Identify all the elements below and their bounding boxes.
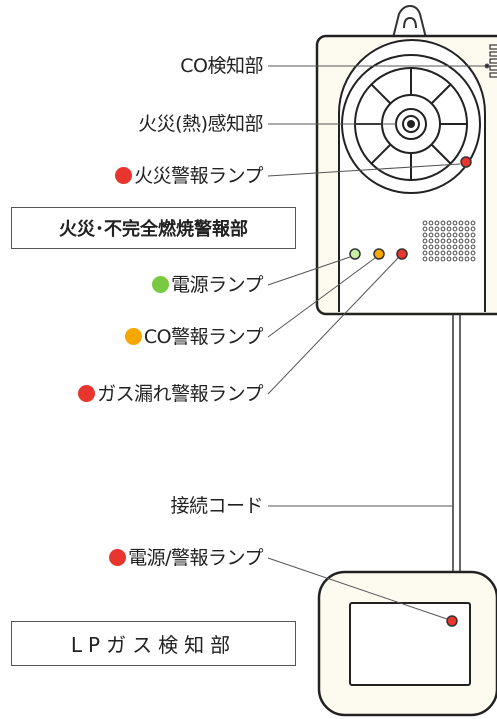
grille-hole — [428, 250, 434, 256]
power-lamp — [349, 248, 361, 260]
grille-hole — [434, 244, 440, 250]
speaker-grille — [422, 220, 476, 262]
grille-hole — [428, 220, 434, 226]
grille-hole — [458, 226, 464, 232]
grille-hole — [458, 220, 464, 226]
grille-hole — [458, 244, 464, 250]
grille-hole — [440, 238, 446, 244]
grille-hole — [440, 244, 446, 250]
red-dot-icon — [109, 549, 127, 566]
grille-hole — [434, 220, 440, 226]
grille-hole — [458, 256, 464, 262]
leader-lines — [267, 63, 490, 620]
fire-alarm-lamp — [460, 156, 472, 168]
grille-hole — [422, 238, 428, 244]
fire-alarm-lamp-label: 火災警報ランプ — [115, 165, 263, 187]
grille-hole — [470, 250, 476, 256]
grille-hole — [464, 256, 470, 262]
grille-hole — [428, 244, 434, 250]
grille-hole — [446, 238, 452, 244]
grille-hole — [452, 220, 458, 226]
grille-hole — [446, 244, 452, 250]
grille-hole — [470, 244, 476, 250]
fire-detector-label: 火災(熱)感知部 — [138, 113, 263, 135]
grille-hole — [434, 226, 440, 232]
grille-hole — [458, 238, 464, 244]
power-lamp-label: 電源ランプ — [152, 274, 263, 296]
power-alarm-lamp — [446, 615, 458, 627]
grille-hole — [428, 256, 434, 262]
grille-hole — [470, 220, 476, 226]
grille-hole — [422, 244, 428, 250]
red-dot-icon — [115, 167, 133, 184]
grille-hole — [446, 220, 452, 226]
power-alarm-lamp-label: 電源/警報ランプ — [109, 547, 263, 569]
grille-hole — [464, 250, 470, 256]
grille-hole — [440, 256, 446, 262]
grille-hole — [440, 226, 446, 232]
grille-hole — [446, 250, 452, 256]
lp-gas-unit-title-box: LPガス検知部 — [11, 621, 296, 666]
connection-cord — [452, 314, 461, 574]
grille-hole — [452, 226, 458, 232]
grille-hole — [434, 256, 440, 262]
grille-hole — [422, 256, 428, 262]
grille-hole — [446, 226, 452, 232]
grille-hole — [434, 238, 440, 244]
grille-hole — [434, 232, 440, 238]
grille-hole — [440, 250, 446, 256]
gas-leak-lamp-label: ガス漏れ警報ランプ — [78, 383, 263, 405]
grille-hole — [470, 256, 476, 262]
grille-hole — [464, 232, 470, 238]
grille-hole — [446, 232, 452, 238]
gas-leak-lamp — [396, 248, 408, 260]
grille-hole — [452, 232, 458, 238]
grille-hole — [422, 250, 428, 256]
grille-hole — [434, 250, 440, 256]
grille-hole — [422, 232, 428, 238]
grille-hole — [452, 244, 458, 250]
co-alarm-lamp-label: CO警報ランプ — [124, 326, 264, 348]
grille-hole — [428, 232, 434, 238]
red-dot-icon — [78, 385, 96, 402]
co-detector-label: CO検知部 — [180, 55, 263, 77]
grille-hole — [452, 238, 458, 244]
grille-hole — [446, 256, 452, 262]
lp-gas-unit-panel — [349, 602, 471, 686]
grille-hole — [428, 226, 434, 232]
grille-hole — [464, 220, 470, 226]
grille-hole — [464, 244, 470, 250]
grille-hole — [470, 232, 476, 238]
grille-hole — [452, 250, 458, 256]
grille-hole — [458, 232, 464, 238]
co-alarm-lamp — [373, 248, 385, 260]
grille-hole — [458, 250, 464, 256]
grille-hole — [422, 220, 428, 226]
grille-hole — [440, 232, 446, 238]
orange-dot-icon — [124, 328, 142, 345]
grille-hole — [452, 256, 458, 262]
grille-hole — [470, 226, 476, 232]
hanging-hook — [391, 4, 428, 39]
grille-hole — [470, 238, 476, 244]
grille-hole — [428, 238, 434, 244]
green-dot-icon — [152, 276, 170, 293]
main-unit-title-box: 火災･不完全燃焼警報部 — [11, 207, 296, 249]
grille-hole — [464, 226, 470, 232]
grille-hole — [464, 238, 470, 244]
cord-label: 接続コード — [170, 495, 263, 517]
co-sensor-vent — [489, 44, 497, 78]
grille-hole — [422, 226, 428, 232]
grille-hole — [440, 220, 446, 226]
